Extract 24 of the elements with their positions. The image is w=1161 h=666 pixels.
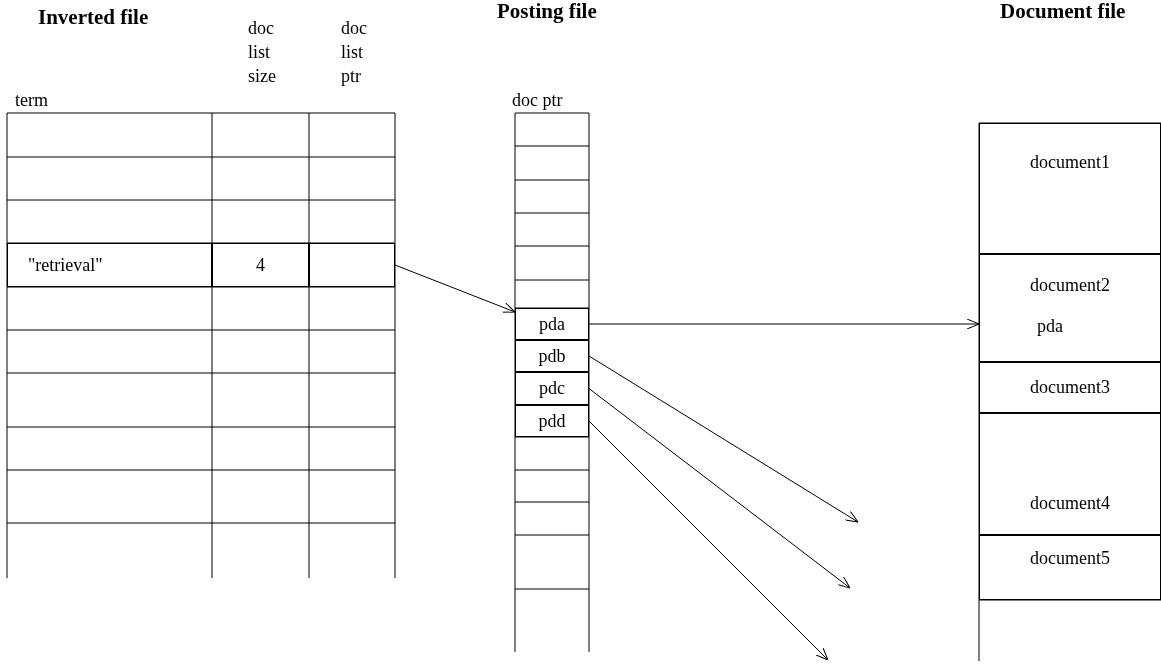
arrow	[588, 318, 980, 330]
section-title: Inverted file	[38, 8, 150, 27]
posting-entry: pda	[515, 308, 589, 340]
arrow	[588, 355, 859, 523]
document-record: document2 pda	[979, 254, 1161, 362]
arrow	[394, 264, 516, 313]
column-header: doc ptr	[512, 89, 564, 112]
document-record: document5	[979, 535, 1161, 600]
term-entry: "retrieval"	[7, 243, 212, 287]
column-header: term	[15, 89, 49, 112]
document-record: document4	[979, 413, 1161, 535]
posting-entry: pdd	[515, 405, 589, 437]
section-title: Posting file	[497, 2, 598, 21]
document-record: document1	[979, 123, 1161, 254]
pointer-field	[309, 243, 395, 287]
document-record: document3	[979, 362, 1161, 413]
posting-entry: pdc	[515, 372, 589, 405]
arrow	[588, 420, 829, 661]
arrow	[588, 388, 851, 589]
posting-entry: pdb	[515, 340, 589, 372]
column-header: doc list ptr	[341, 17, 368, 88]
section-title: Document file	[1000, 2, 1127, 21]
size-entry: 4	[212, 243, 309, 287]
column-header: doc list size	[248, 17, 277, 88]
